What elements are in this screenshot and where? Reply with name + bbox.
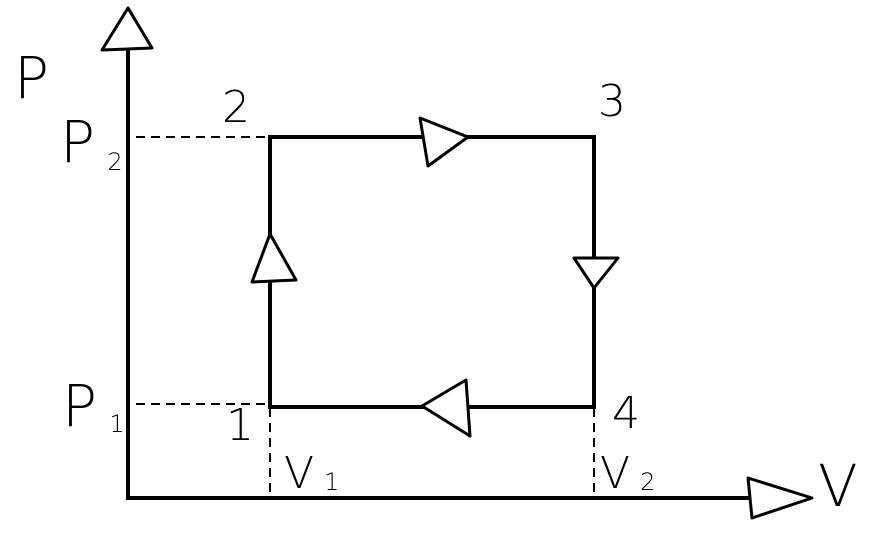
thermodynamic-cycle bbox=[268, 135, 596, 409]
process-1-2-arrow bbox=[250, 232, 298, 284]
pressure-axis-arrowhead bbox=[100, 6, 154, 52]
p1-label: P 1 bbox=[62, 372, 125, 440]
process-2-3-arrow bbox=[418, 116, 470, 168]
state-label-1: 1 bbox=[226, 400, 254, 451]
p2-label: P 2 bbox=[60, 108, 123, 176]
state-label-4: 4 bbox=[612, 388, 640, 439]
v2-label: V 2 bbox=[600, 448, 655, 499]
volume-axis-arrowhead bbox=[746, 476, 814, 520]
state-label-2: 2 bbox=[222, 82, 250, 133]
volume-axis-label: V bbox=[818, 452, 858, 520]
state-label-3: 3 bbox=[598, 76, 626, 127]
v1-label: V 1 bbox=[284, 448, 339, 499]
pressure-axis-label: P bbox=[14, 44, 49, 112]
process-4-1-arrow bbox=[420, 378, 472, 438]
process-3-4-arrow bbox=[572, 256, 620, 290]
